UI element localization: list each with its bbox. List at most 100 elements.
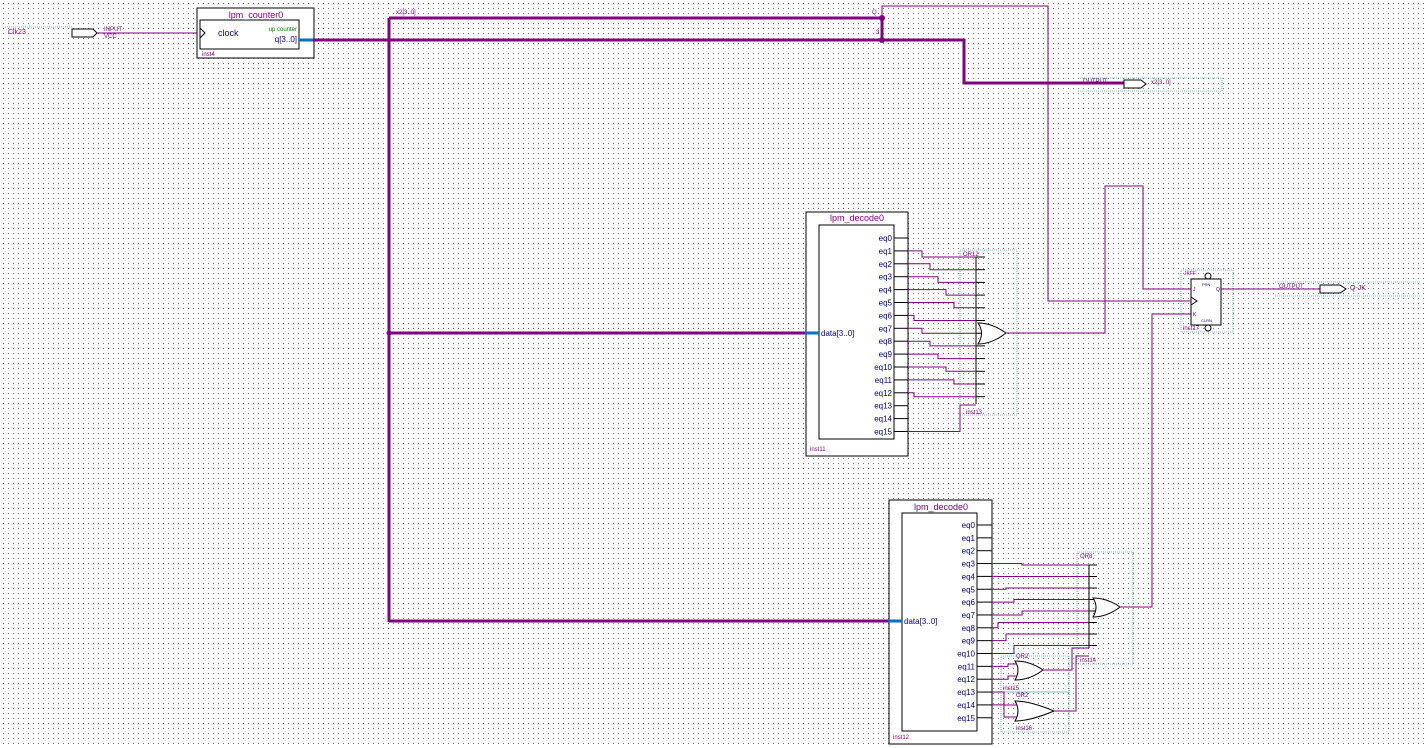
- or8-type: OR8: [1080, 554, 1093, 560]
- jkff-type: JKFF: [1184, 271, 1196, 277]
- x2-pin-type: OUTPUT: [1083, 79, 1108, 85]
- or2-upper-inst: inst15: [1003, 686, 1020, 692]
- bus-label-q3: 3: [876, 30, 880, 36]
- decoder-b-output-eq13: eq13: [957, 688, 975, 697]
- jkff-q: Q: [1216, 287, 1220, 293]
- decoder-a-output-eq14: eq14: [874, 415, 892, 424]
- jkff-clrn: CLRN: [1201, 318, 1212, 323]
- qjk-pin-type: OUTPUT: [1279, 284, 1304, 290]
- decoder-a-wire: [908, 276, 976, 283]
- decoder-a-output-eq12: eq12: [874, 389, 892, 398]
- clk-pin-name: Clk23: [8, 29, 26, 36]
- decoder-b-output-eq2: eq2: [962, 547, 976, 556]
- decoder-a-output-eq11: eq11: [875, 376, 893, 385]
- decoder-a-wire: [908, 404, 976, 432]
- decoder-b-wire: [992, 599, 1089, 603]
- decoder-b-wire: [992, 610, 1089, 616]
- decoder-a-output-eq3: eq3: [879, 273, 893, 282]
- decoder-a-output-eq1: eq1: [879, 247, 893, 256]
- decoder-a-wire: [908, 289, 976, 296]
- or2-lower-output-wire: [1054, 655, 1089, 712]
- decoder-b-output-eq3: eq3: [962, 560, 976, 569]
- clk-input-pin[interactable]: Clk23 INPUT VCC: [5, 26, 198, 40]
- decoder-b-data-port: data[3..0]: [904, 617, 937, 626]
- decoder-b-wire: [992, 645, 1089, 654]
- decoder-b-wire: [992, 563, 1089, 566]
- decoder-a-output-eq5: eq5: [879, 299, 893, 308]
- decoder-a-output-eq10: eq10: [874, 363, 892, 372]
- decoder-b-output-eq15: eq15: [957, 714, 975, 723]
- jk-flipflop[interactable]: JKFF PRN Q J K CLRN inst17: [881, 5, 1240, 333]
- or2-upper-input-wire: [992, 663, 1017, 667]
- decoder-b-output-eq12: eq12: [957, 675, 975, 684]
- decoder-a-output-eq15: eq15: [874, 428, 892, 437]
- counter-up-label: up counter: [269, 27, 297, 33]
- or2-gate-lower[interactable]: OR2 inst16: [1000, 691, 1070, 733]
- decoder-a-wire: [908, 366, 976, 372]
- decoder-a-output-eq13: eq13: [874, 402, 892, 411]
- decoder-a-wire: [908, 340, 976, 347]
- or2-gate-upper[interactable]: OR2 inst15: [1000, 654, 1070, 693]
- decoder-a-output-eq6: eq6: [879, 311, 893, 320]
- decoder-b-output-eq10: eq10: [957, 650, 975, 659]
- decoder-b-title: lpm_decode0: [914, 502, 968, 512]
- x2-output-pin[interactable]: OUTPUT x2[3..0]: [1078, 77, 1223, 92]
- counter-inst: inst4: [202, 52, 215, 58]
- qjk-output-pin[interactable]: OUTPUT Q-JK: [1240, 281, 1420, 297]
- jkff-k: K: [1193, 312, 1197, 318]
- jkff-inst: inst17: [1183, 326, 1200, 332]
- clk-pin-vcc: VCC: [104, 34, 117, 40]
- decoder-a-wire: [908, 327, 976, 334]
- bus-label-q: Q: [872, 10, 877, 16]
- bus-junctions: [386, 15, 885, 336]
- decoder-a-wire: [908, 250, 976, 258]
- decoder-a-output-eq2: eq2: [879, 260, 893, 269]
- decoder-b-output-eq6: eq6: [962, 598, 976, 607]
- or2-upper-input-wire: [992, 675, 1017, 680]
- or12-inst: inst13: [966, 410, 983, 416]
- jkff-prn: PRN: [1202, 282, 1211, 287]
- or8-gate[interactable]: OR8 inst14: [1076, 313, 1191, 665]
- decoder-b-output-eq14: eq14: [957, 701, 975, 710]
- bus-label-top: x2[3..0]: [396, 10, 416, 16]
- decoder-b-output-eq8: eq8: [962, 624, 976, 633]
- decoder-a-block[interactable]: lpm_decode0 data[3..0] inst11 eq0 eq1 eq2 e…: [805, 211, 909, 457]
- decoder-a-inst: inst11: [810, 447, 826, 453]
- decoder-b-output-eq5: eq5: [962, 585, 976, 594]
- decoder-a-wire: [908, 314, 976, 321]
- decoder-b-block[interactable]: lpm_decode0 data[3..0] inst12 eq0 eq1 eq2 e…: [888, 499, 993, 745]
- or2-upper-output-wire: [1043, 647, 1089, 671]
- decoder-a-data-port: data[3..0]: [821, 329, 854, 338]
- decoder-b-wire: [992, 633, 1089, 642]
- qjk-pin-name: Q-JK: [1350, 285, 1366, 292]
- or2-lower-type: OR2: [1016, 693, 1029, 699]
- jkff-j: J: [1193, 287, 1196, 293]
- decoder-a-output-eq4: eq4: [879, 286, 893, 295]
- decoder-b-wire: [992, 587, 1089, 590]
- counter-title: lpm_counter0: [229, 10, 284, 20]
- decoder-a-wire: [908, 379, 976, 385]
- or12-gate[interactable]: OR12 inst13: [959, 185, 1191, 416]
- decoder-a-wire: [908, 302, 976, 309]
- decoder-a-wire: [908, 263, 976, 271]
- lpm-counter-block[interactable]: lpm_counter0 clock up counter q[3..0] in…: [196, 7, 315, 59]
- decoder-b-wire: [992, 622, 1089, 629]
- decoder-b-output-eq11: eq11: [958, 662, 976, 671]
- decoder-b-output-eq7: eq7: [962, 611, 976, 620]
- decoder-a-wire: [908, 392, 976, 398]
- or8-inst: inst14: [1080, 658, 1097, 664]
- decoder-b-inst: inst12: [893, 735, 910, 741]
- decoder-a-wire: [908, 353, 976, 360]
- decoder-a-title: lpm_decode0: [830, 213, 884, 223]
- bus-wires: [313, 16, 1125, 623]
- decoder-b-output-eq1: eq1: [962, 534, 976, 543]
- decoder-a-output-eq0: eq0: [879, 234, 893, 243]
- x2-pin-name: x2[3..0]: [1151, 80, 1171, 86]
- decoder-b-output-eq9: eq9: [962, 637, 976, 646]
- or2-lower-inst: inst16: [1016, 726, 1033, 732]
- decoder-b-output-eq0: eq0: [962, 521, 976, 530]
- or2-upper-type: OR2: [1016, 654, 1029, 660]
- or2-lower-input-wire: [992, 691, 1017, 706]
